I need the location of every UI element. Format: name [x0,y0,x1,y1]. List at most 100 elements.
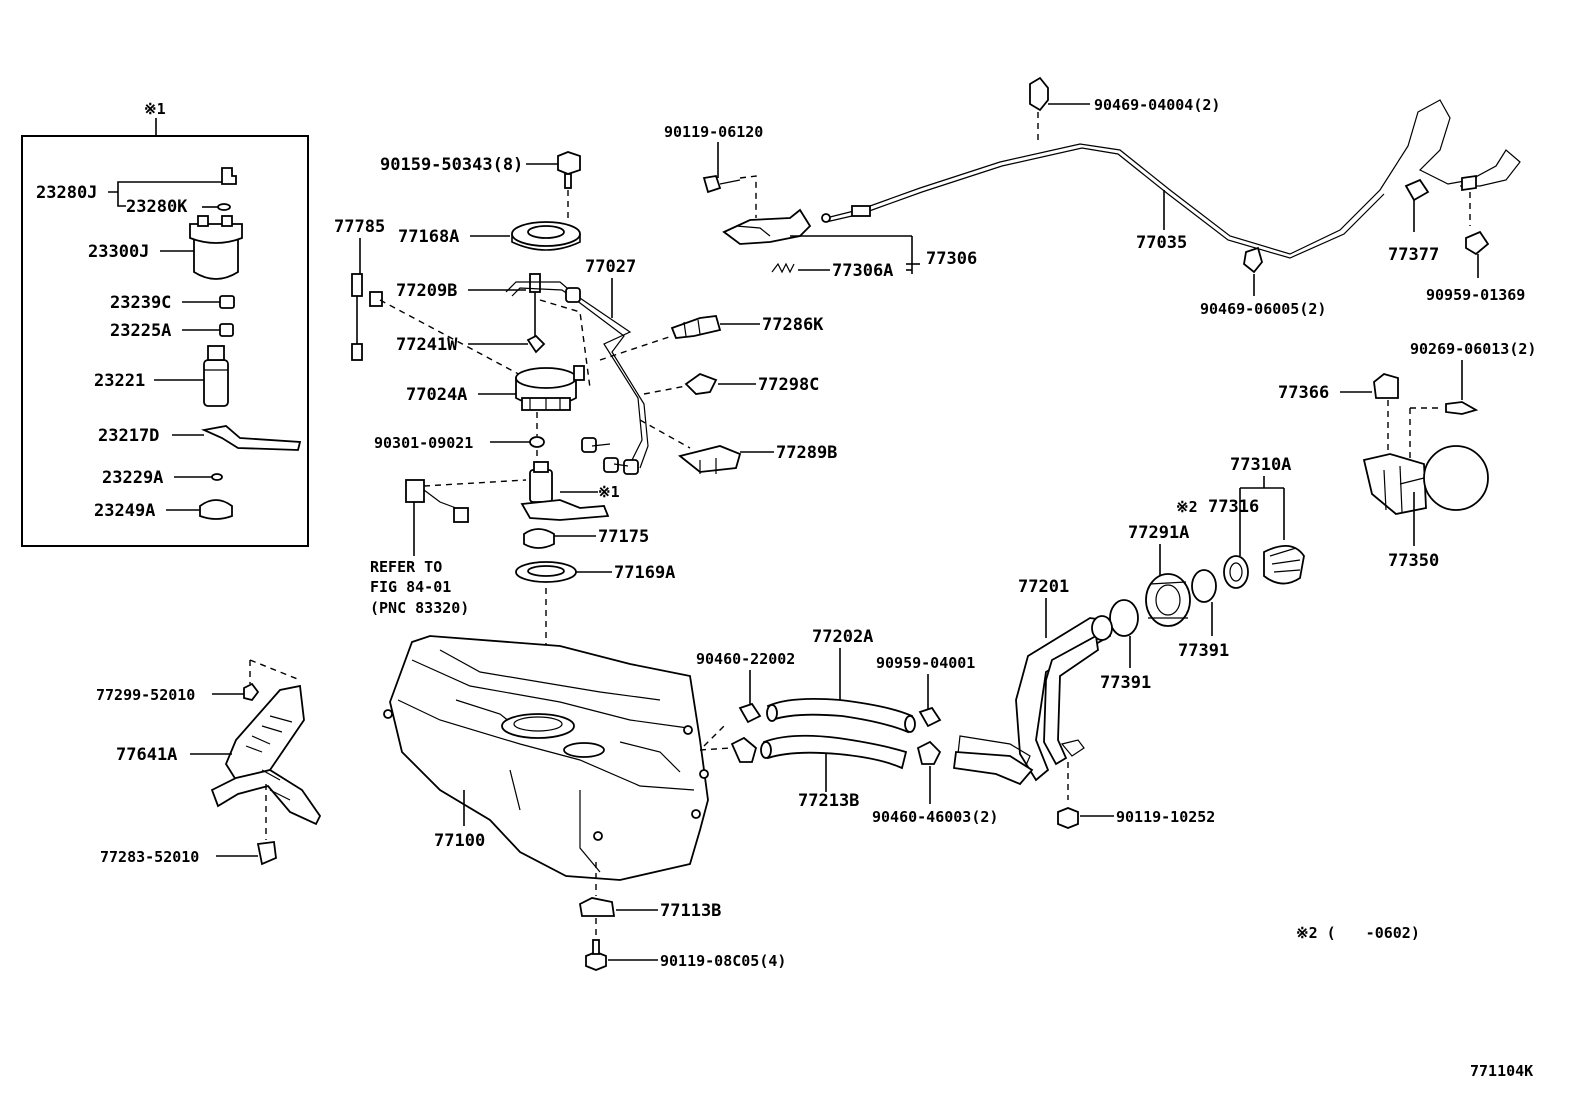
part-23280J[interactable]: 23280J [36,183,97,203]
part-90959-04001[interactable]: 90959-04001 [876,654,975,672]
part-23217D[interactable]: 23217D [98,426,159,446]
part-77298C[interactable]: 77298C [758,375,819,395]
part-23300J[interactable]: 23300J [88,242,149,262]
part-77391b[interactable]: 77391 [1178,641,1229,661]
gasket-shape-3 [1191,569,1217,603]
part-77168A[interactable]: 77168A [398,227,459,247]
part-77306A[interactable]: 77306A [832,261,893,281]
part-77201[interactable]: 77201 [1018,577,1069,597]
check-valve-shape [221,167,237,185]
part-77035[interactable]: 77035 [1136,233,1187,253]
part-77213B[interactable]: 77213B [798,791,859,811]
retainer-shape [199,499,233,520]
part-90301-09021[interactable]: 90301-09021 [374,434,473,452]
part-77289B[interactable]: 77289B [776,443,837,463]
part-77306[interactable]: 77306 [926,249,977,269]
fuel-tank: 77100 [383,635,725,896]
bolt-shape-4 [1057,807,1079,829]
part-90119-10252[interactable]: 90119-10252 [1116,808,1215,826]
clip-shape [211,473,223,481]
filler-pipe-cap-shape [1145,573,1191,627]
part-90959-01369[interactable]: 90959-01369 [1426,286,1525,304]
part-77366[interactable]: 77366 [1278,383,1329,403]
refer-note-line2: FIG 84-01 [370,578,451,596]
part-77241W[interactable]: 77241W [396,335,458,355]
clamp-shape [670,315,722,339]
tank-mount-group: 77113B 90119-08C05(4) [579,897,786,971]
part-77316[interactable]: 77316 [1208,497,1259,517]
part-77310A[interactable]: 77310A [1230,455,1291,475]
lid-hinge-shape [1373,373,1399,399]
fuel-sender-shape [351,273,363,297]
screw-shape [702,174,722,194]
part-77286K[interactable]: 77286K [762,315,824,335]
part-77785[interactable]: 77785 [334,217,385,237]
fuel-pump-kit-box: ※1 23280J 23280K 23300J 23239C 23225A 23… [21,100,309,547]
fuel-pump-kit-shape [529,469,553,503]
part-90469-04004[interactable]: 90469-04004(2) [1094,96,1220,114]
part-77391a[interactable]: 77391 [1100,673,1151,693]
hose-clamp-shape [738,702,762,724]
hose-clamp-shape-3 [730,736,758,763]
fuel-lid-group: 90269-06013(2) 77366 77350 [1278,340,1536,571]
spring-shape [771,262,795,274]
part-77202A[interactable]: 77202A [812,627,873,647]
hose-clamp-shape-2 [918,706,942,728]
part-90460-46003[interactable]: 90460-46003(2) [872,808,998,826]
part-77283-52010[interactable]: 77283-52010 [100,848,199,866]
part-90269-06013[interactable]: 90269-06013(2) [1410,340,1536,358]
note-2: ※2 ( -0602) [1296,924,1420,942]
part-90159-50343[interactable]: 90159-50343(8) [380,155,523,175]
cable-clamp-shape [1029,76,1049,112]
o-ring-shape-2 [529,436,545,448]
filter-sheet-shape [200,425,302,451]
filler-neck-group: 77310A ※2 77316 77291A 77391 77391 77201 [952,455,1305,829]
screw-shape-2 [1445,401,1479,415]
cushion-mount-shape [579,897,616,917]
clip-shape-2 [243,682,260,702]
part-23229A[interactable]: 23229A [102,468,163,488]
fuel-tank-shape [389,635,709,881]
part-23239C[interactable]: 23239C [110,293,171,313]
part-23249A[interactable]: 23249A [94,501,155,521]
part-77113B[interactable]: 77113B [660,901,721,921]
o-ring-shape [217,203,231,211]
part-77377[interactable]: 77377 [1388,245,1439,265]
hose-group: 77202A 90460-22002 90959-04001 77213B 90… [696,627,998,826]
part-77100[interactable]: 77100 [434,831,485,851]
part-90460-22002[interactable]: 90460-22002 [696,650,795,668]
cable-shape [825,99,1521,255]
kit-marker: ※1 [144,100,166,118]
gasket-shape-4 [1109,599,1139,637]
pump-sender-assembly: 90159-50343(8) 77168A 77785 77209B 77027 [334,151,675,716]
part-23221[interactable]: 23221 [94,371,145,391]
part-77175[interactable]: 77175 [598,527,649,547]
part-77641A[interactable]: 77641A [116,745,177,765]
lid-box-shape [1362,453,1427,515]
fuel-filter-shape [193,231,239,280]
part-77169A[interactable]: 77169A [614,563,675,583]
fuel-hose-shape [766,697,914,734]
part-77027[interactable]: 77027 [585,257,636,277]
fuel-lid-shape [1423,445,1489,511]
part-90119-08C05[interactable]: 90119-08C05(4) [660,952,786,970]
part-90469-06005[interactable]: 90469-06005(2) [1200,300,1326,318]
kit-callout-2: ※2 [1176,498,1198,516]
part-90119-06120[interactable]: 90119-06120 [664,123,763,141]
part-23225A[interactable]: 23225A [110,321,171,341]
connector-shape [405,479,425,503]
bolt-shape-3 [256,840,277,866]
refer-note-line1: REFER TO [370,558,442,576]
bracket-shape [523,528,555,549]
refer-note-line3: (PNC 83320) [370,599,469,617]
part-23280K[interactable]: 23280K [126,197,188,217]
part-77209B[interactable]: 77209B [396,281,457,301]
part-77299-52010[interactable]: 77299-52010 [96,686,195,704]
gasket-shape-2 [1223,555,1249,589]
part-77291A[interactable]: 77291A [1128,523,1189,543]
part-77024A[interactable]: 77024A [406,385,467,405]
fuel-lid-opener-group: 90119-06120 77306 77306A 77286K 77298C 7… [599,123,977,474]
spacer-shape [219,323,234,337]
part-77350[interactable]: 77350 [1388,551,1439,571]
